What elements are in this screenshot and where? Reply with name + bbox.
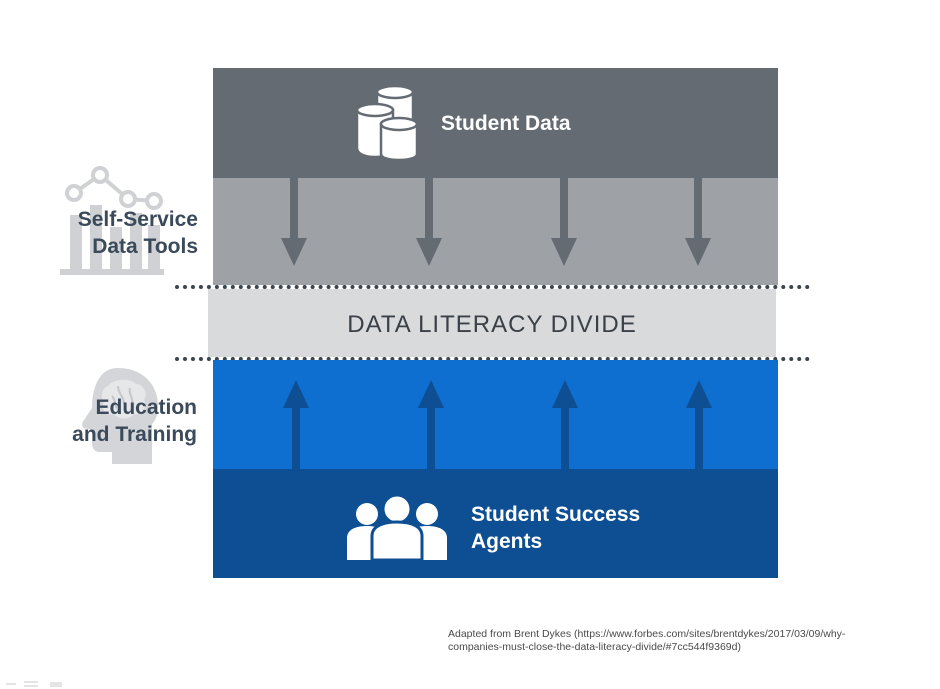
education-line1: Education	[95, 396, 197, 419]
student-success-band: Student Success Agents	[213, 469, 778, 578]
divide-top-line	[175, 285, 810, 289]
self-service-label: Self-Service Data Tools	[20, 206, 198, 260]
up-arrow-icon	[686, 380, 712, 469]
credit-line1: Adapted from Brent Dykes (https://www.fo…	[448, 628, 846, 640]
down-arrow-icon	[281, 178, 307, 266]
data-literacy-divide-band: DATA LITERACY DIVIDE	[208, 289, 776, 357]
source-credit: Adapted from Brent Dykes (https://www.fo…	[448, 628, 918, 654]
student-data-label: Student Data	[441, 112, 571, 135]
people-group-icon	[347, 494, 447, 560]
slide-controls[interactable]	[4, 680, 74, 689]
student-success-line2: Agents	[471, 530, 543, 553]
down-arrow-icon	[416, 178, 442, 266]
data-literacy-divide-label: DATA LITERACY DIVIDE	[347, 311, 637, 338]
self-service-band	[213, 178, 778, 285]
self-service-line2: Data Tools	[92, 235, 198, 258]
education-line2: and Training	[72, 423, 197, 446]
up-arrows	[283, 380, 712, 469]
down-arrow-icon	[685, 178, 711, 266]
head-brain-icon	[78, 364, 168, 466]
credit-line2: companies-must-close-the-data-literacy-d…	[448, 641, 741, 653]
divide-bottom-line	[175, 357, 810, 361]
up-arrow-icon	[418, 380, 444, 469]
student-success-label: Student Success Agents	[471, 501, 640, 555]
education-band	[213, 360, 778, 469]
education-training-label: Education and Training	[20, 394, 197, 448]
student-data-band: Student Data	[213, 68, 778, 178]
student-success-line1: Student Success	[471, 503, 641, 526]
self-service-line1: Self-Service	[77, 208, 198, 231]
down-arrow-icon	[551, 178, 577, 266]
down-arrows	[281, 178, 711, 266]
up-arrow-icon	[552, 380, 578, 469]
database-cylinders-icon	[355, 84, 419, 160]
up-arrow-icon	[283, 380, 309, 469]
chart-growth-icon	[58, 165, 168, 277]
